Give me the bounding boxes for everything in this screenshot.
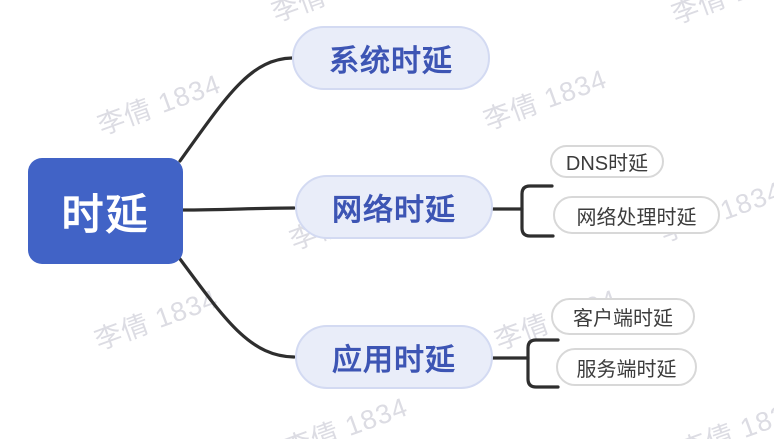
connector-network-bracket <box>520 184 555 238</box>
node-branch-label: 网络时延 <box>332 194 456 227</box>
node-root-delay[interactable]: 时延 <box>28 158 183 264</box>
connector-root-to-system <box>178 56 294 163</box>
node-client-delay[interactable]: 客户端时延 <box>551 298 695 335</box>
node-child-label: 服务端时延 <box>576 358 677 381</box>
node-server-delay[interactable]: 服务端时延 <box>556 348 697 386</box>
connector-app-bracket <box>526 338 560 389</box>
node-network-delay[interactable]: 网络时延 <box>295 175 493 239</box>
connector-root-to-network <box>181 206 296 212</box>
node-branch-label: 系统时延 <box>329 45 453 78</box>
node-network-processing-delay[interactable]: 网络处理时延 <box>553 196 720 234</box>
node-dns-delay[interactable]: DNS时延 <box>550 145 664 178</box>
connector-root-to-app <box>178 257 296 359</box>
node-child-label: 客户端时延 <box>573 308 673 330</box>
node-child-label: 网络处理时延 <box>576 206 697 229</box>
node-root-label: 时延 <box>61 190 150 238</box>
node-system-delay[interactable]: 系统时延 <box>292 26 490 90</box>
node-child-label: DNS时延 <box>565 153 649 175</box>
node-branch-label: 应用时延 <box>332 344 456 377</box>
node-app-delay[interactable]: 应用时延 <box>295 325 493 389</box>
